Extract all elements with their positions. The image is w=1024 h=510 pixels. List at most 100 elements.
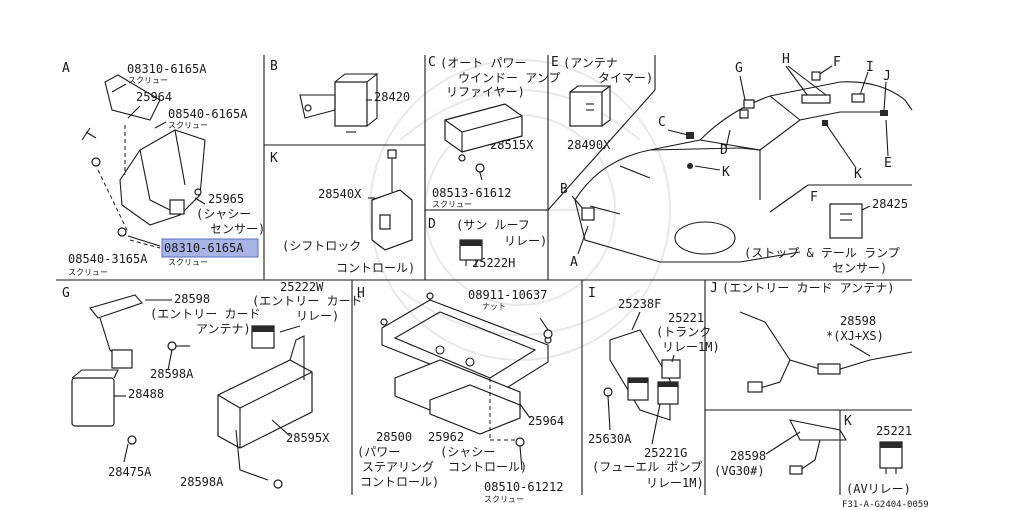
section-letter-j: J — [710, 281, 718, 296]
section-title: タイマー) — [598, 71, 653, 85]
section-j: J (エントリー カード アンテナ) 28598 *(XJ+XS) 28598 … — [710, 281, 913, 478]
part-number: 28598 — [840, 314, 876, 328]
part-description: ステアリング — [362, 460, 434, 474]
part-number: 08911-10637 — [468, 288, 547, 302]
section-k-av-relay: K 25221 (AVリレー) — [844, 414, 912, 496]
car-callout-lines — [571, 65, 889, 255]
part-subtitle: スクリュー — [128, 76, 168, 85]
section-c: C (オート パワー ウインドー アンプ リファイヤー) 28515X 0851… — [428, 55, 560, 209]
section-letter-i: I — [588, 286, 596, 301]
shift-lock-unit-illustration — [368, 149, 413, 251]
part-number: 28425 — [872, 197, 908, 211]
part-number: 28490X — [567, 138, 611, 152]
part-subtitle: スクリュー — [484, 495, 524, 504]
car-component-markers — [581, 71, 888, 221]
part-number: 28488 — [128, 387, 164, 401]
part-subtitle: ナット — [482, 302, 506, 311]
part-description: コントロール) — [448, 460, 527, 474]
car-label-d: D — [720, 143, 728, 158]
section-letter-g: G — [62, 286, 70, 301]
part-description: (パワー — [357, 445, 400, 459]
part-number: 28540X — [318, 187, 362, 201]
part-number: 25221G — [644, 446, 687, 460]
section-a: A 08310-6165A スクリュー 25964 08540-6165A スク… — [62, 61, 265, 277]
part-number-highlighted: 08310-6165A — [164, 241, 244, 255]
part-number: 28475A — [108, 465, 152, 479]
part-description: (エントリー カード — [150, 307, 260, 321]
part-subtitle: スクリュー — [168, 121, 208, 130]
section-title: ウインドー アンプ — [458, 71, 560, 85]
part-description: (トランク — [656, 325, 711, 339]
part-number: 28598 — [730, 449, 766, 463]
part-description: リレー1M) — [662, 340, 720, 354]
car-label-h: H — [782, 52, 790, 67]
section-letter-d: D — [428, 217, 436, 232]
section-title: リレー) — [504, 234, 547, 248]
section-g: G 28598 (エントリー カード アンテナ) 25222W (エントリー カ… — [62, 280, 362, 489]
part-description: (AVリレー) — [846, 482, 911, 496]
car-label-a: A — [570, 255, 578, 270]
section-title: (サン ルーフ — [456, 218, 530, 232]
part-number: 25962 — [428, 430, 464, 444]
part-description: センサー) — [832, 261, 887, 275]
amplifier-unit-illustration — [444, 103, 523, 181]
part-number: 25238F — [618, 297, 661, 311]
part-number: 28595X — [286, 431, 330, 445]
section-title: (アンテナ — [563, 56, 618, 70]
section-title: リファイヤー) — [446, 85, 525, 99]
antenna-timer-illustration — [569, 85, 612, 127]
diagram-code: F31-A-G2404-0059 — [842, 500, 929, 510]
part-number: 08310-6165A — [127, 62, 207, 76]
section-letter-f: F — [810, 190, 818, 205]
part-number: 08540-3165A — [68, 252, 148, 266]
part-number: 25965 — [208, 192, 244, 206]
part-number: 08540-6165A — [168, 107, 248, 121]
relay-bracket-illustration — [603, 311, 681, 445]
section-grid — [56, 55, 912, 495]
section-letter-c: C — [428, 55, 436, 70]
section-letter-k: K — [844, 414, 852, 429]
car-label-c: C — [658, 115, 666, 130]
stop-tail-sensor-illustration — [829, 203, 871, 239]
part-description: リレー) — [296, 309, 339, 323]
part-number: 28598A — [150, 367, 194, 381]
section-b: B 28420 — [270, 59, 410, 133]
car-label-j: J — [883, 69, 891, 84]
section-letter-e: E — [551, 55, 559, 70]
part-number: 25630A — [588, 432, 632, 446]
car-label-g: G — [735, 61, 743, 76]
part-number: 28420 — [374, 90, 410, 104]
part-number: 08513-61612 — [432, 186, 511, 200]
part-number: 25222H — [472, 256, 515, 270]
section-letter-h: H — [357, 286, 365, 301]
section-e: E (アンテナ タイマー) 28490X — [551, 55, 653, 152]
part-subtitle: スクリュー — [432, 200, 472, 209]
bracket-illustration — [81, 74, 206, 249]
highlight-box[interactable] — [161, 238, 259, 258]
section-letter-k: K — [270, 151, 278, 166]
relay-bracket-illustration — [299, 73, 379, 133]
entry-card-illustrations — [71, 294, 313, 489]
car-overview: C B A D K G H F I J E K — [560, 52, 913, 270]
section-letter-a: A — [62, 61, 70, 76]
part-number: 25222W — [280, 280, 324, 294]
section-title: (エントリー カード アンテナ) — [722, 281, 894, 295]
section-title: (オート パワー — [440, 56, 526, 70]
part-number: 28598A — [180, 475, 224, 489]
part-subtitle: スクリュー — [68, 268, 108, 277]
part-description: アンテナ) — [196, 322, 251, 336]
car-label-e: E — [884, 156, 892, 171]
section-letter-b: B — [270, 59, 278, 74]
part-number: 25221 — [876, 424, 912, 438]
part-description: (シャシー — [440, 445, 495, 459]
part-description: *(XJ+XS) — [826, 329, 884, 343]
part-number: 25964 — [528, 414, 564, 428]
part-description: コントロール) — [336, 261, 415, 275]
control-units-bracket-illustration — [380, 292, 553, 471]
section-h: H 08911-10637 ナット 25964 28500 (パワー ステアリン… — [357, 286, 564, 504]
part-description: (シフトロック — [282, 239, 361, 253]
car-label-b: B — [560, 182, 568, 197]
part-description: リレー1M) — [646, 476, 704, 490]
